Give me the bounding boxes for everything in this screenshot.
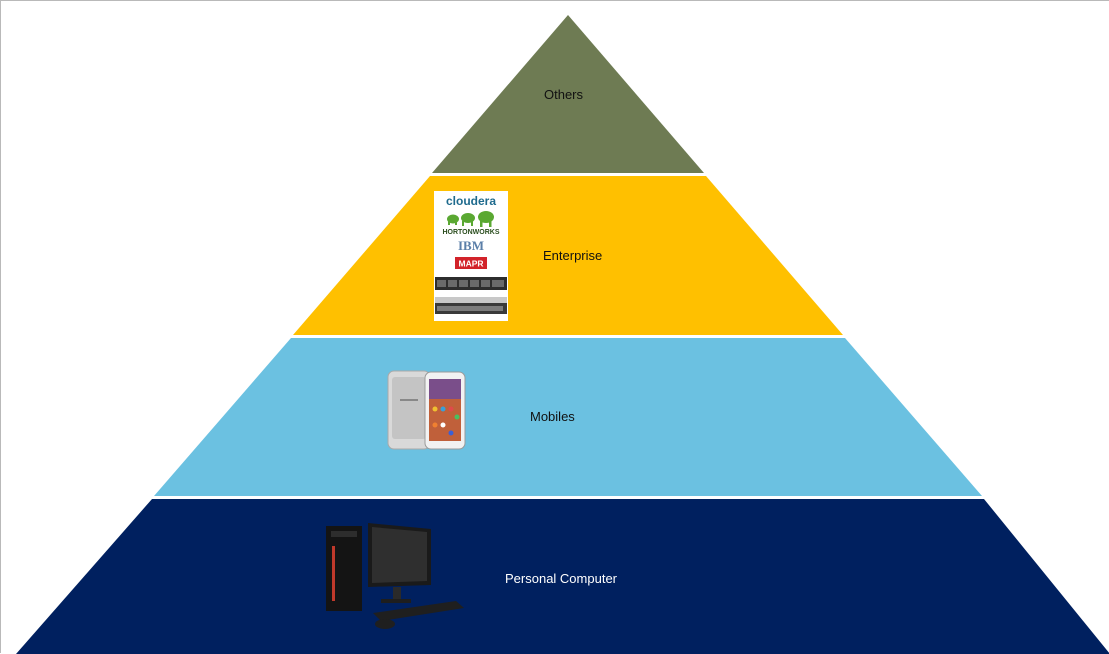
tier-label-others: Others xyxy=(544,87,584,102)
hortonworks-elephants-icon xyxy=(447,211,494,227)
tier-mobiles-shape xyxy=(154,338,982,496)
desktop-computer-icon xyxy=(326,523,464,629)
tier-pc-shape xyxy=(16,499,1109,654)
tier-label-pc: Personal Computer xyxy=(505,571,617,586)
cloudera-logo: cloudera xyxy=(446,194,496,208)
ibm-logo: IBM xyxy=(458,238,484,253)
tier-label-enterprise: Enterprise xyxy=(543,248,603,263)
server-rack-icon xyxy=(435,277,507,314)
tier-others-shape xyxy=(432,15,704,173)
smartphone-icon xyxy=(387,370,466,450)
server-vendors-icon: cloudera HORTONWORKS IBM MAPR xyxy=(434,191,508,321)
mapr-logo: MAPR xyxy=(458,259,483,269)
tier-label-mobiles: Mobiles xyxy=(530,409,575,424)
hortonworks-logo: HORTONWORKS xyxy=(442,229,499,236)
tier-enterprise-shape xyxy=(293,176,843,335)
